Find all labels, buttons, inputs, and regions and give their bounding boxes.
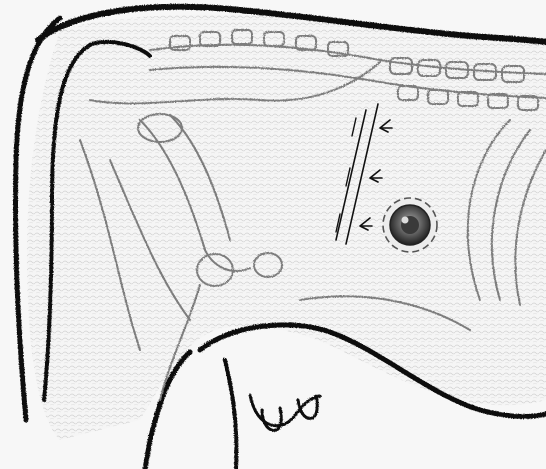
injection-site-marker [383, 198, 437, 252]
